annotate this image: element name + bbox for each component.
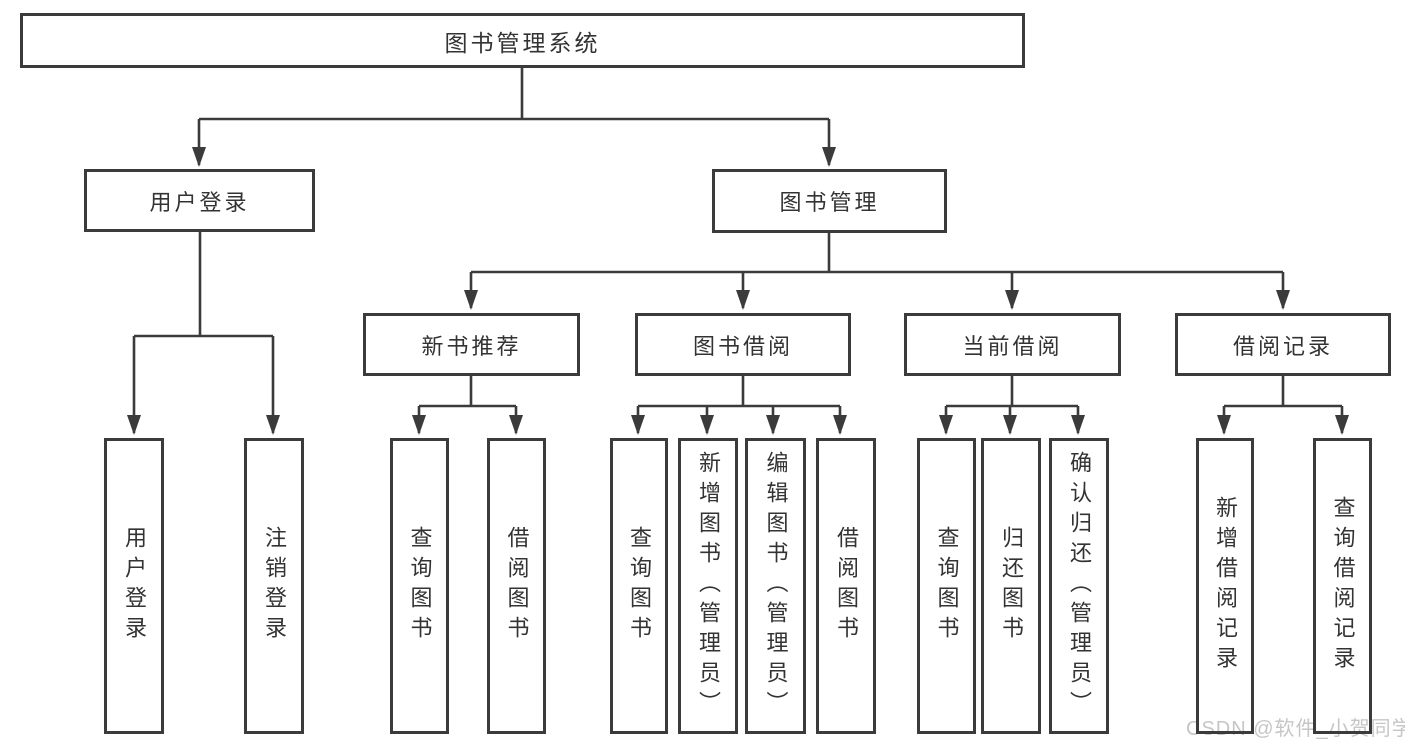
leaf-borrow-books-1: 借阅图书: [487, 438, 546, 734]
leaf-user-login: 用户登录: [104, 438, 164, 734]
node-book-management: 图书管理: [712, 169, 947, 233]
leaf-query-books-3: 查询图书: [917, 438, 976, 734]
connector-book-borrow: [631, 376, 847, 435]
node-book-borrow: 图书借阅: [635, 313, 851, 376]
leaf-edit-book-admin: 编辑图书（管理员）: [745, 438, 806, 734]
connector-book-management: [464, 233, 1290, 310]
leaf-label: 编辑图书（管理员）: [763, 451, 789, 721]
connector-root: [192, 68, 836, 167]
connector-current-borrow: [939, 376, 1085, 435]
leaf-logout: 注销登录: [244, 438, 304, 734]
leaf-add-book-admin: 新增图书（管理员）: [678, 438, 738, 734]
node-current-borrow: 当前借阅: [904, 313, 1121, 376]
leaf-label: 用户登录: [122, 526, 147, 646]
leaf-label: 归还图书: [999, 526, 1024, 646]
leaf-query-borrow-record: 查询借阅记录: [1313, 438, 1372, 734]
watermark: CSDN @软件_小贺同学: [1186, 718, 1405, 740]
leaf-label: 查询图书: [407, 526, 433, 646]
leaf-add-borrow-record: 新增借阅记录: [1196, 438, 1254, 734]
node-root: 图书管理系统: [20, 13, 1025, 68]
leaf-borrow-books-2: 借阅图书: [816, 438, 876, 734]
leaf-label: 新增借阅记录: [1213, 496, 1238, 676]
node-user-login: 用户登录: [84, 169, 315, 232]
leaf-label: 借阅图书: [504, 526, 530, 646]
connector-user-login: [127, 232, 280, 435]
leaf-label: 查询借阅记录: [1330, 496, 1356, 676]
leaf-label: 查询图书: [934, 526, 960, 646]
leaf-query-books-1: 查询图书: [390, 438, 449, 734]
node-borrow-record: 借阅记录: [1175, 313, 1391, 376]
leaf-confirm-return-admin: 确认归还（管理员）: [1049, 438, 1109, 734]
leaf-label: 借阅图书: [834, 526, 859, 646]
leaf-label: 注销登录: [262, 526, 287, 646]
connector-borrow-record: [1217, 376, 1349, 435]
leaf-query-books-2: 查询图书: [610, 438, 668, 734]
leaf-label: 新增图书（管理员）: [696, 451, 721, 721]
node-new-book-recommend: 新书推荐: [363, 313, 580, 376]
leaf-return-book: 归还图书: [981, 438, 1041, 734]
connector-new-book-recommend: [412, 376, 523, 435]
leaf-label: 确认归还（管理员）: [1067, 451, 1092, 721]
leaf-label: 查询图书: [627, 526, 652, 646]
